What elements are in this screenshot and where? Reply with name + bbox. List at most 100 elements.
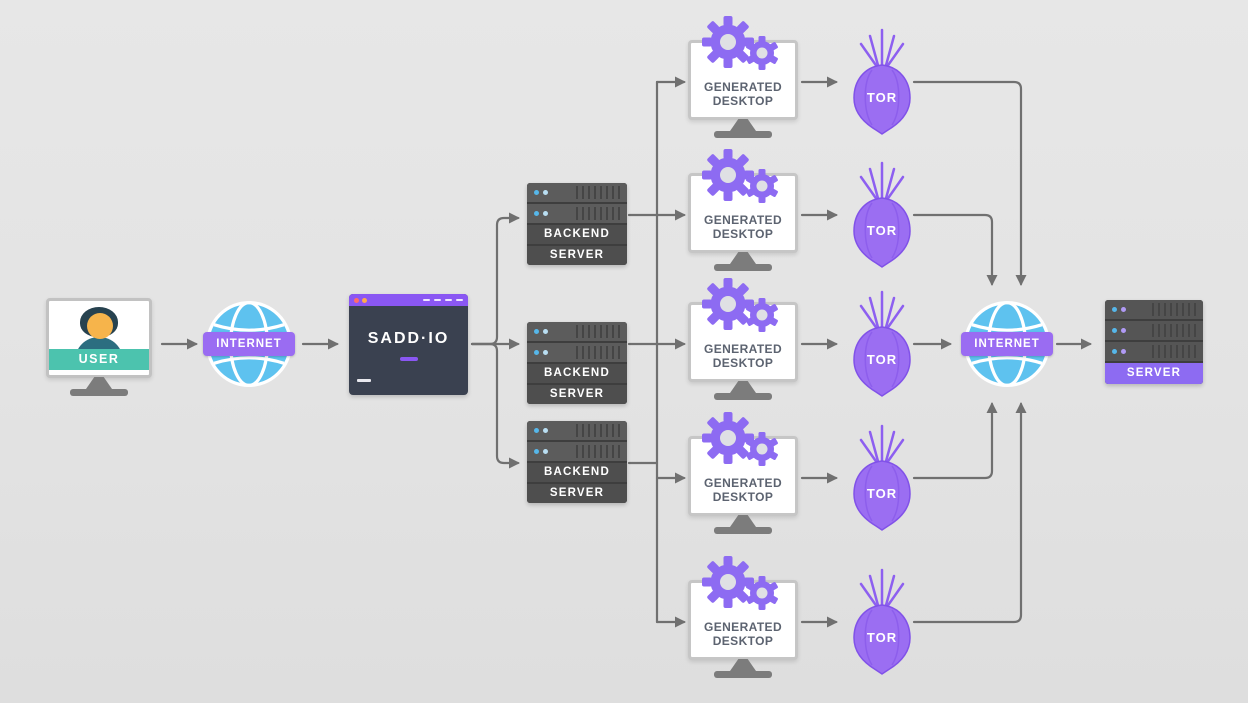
generated-desktop-label: GENERATED DESKTOP — [691, 342, 795, 370]
wire-tor-internet-1 — [912, 80, 1027, 286]
server-unit — [527, 183, 627, 202]
monitor-base — [714, 264, 772, 271]
window-dot-orange-icon — [362, 297, 367, 303]
led-icon — [1112, 349, 1117, 354]
tor-onion-icon — [853, 28, 911, 135]
monitor-stand — [730, 252, 756, 264]
backend-label-line1: BACKEND — [527, 463, 627, 482]
tor-label: TOR — [866, 352, 898, 367]
monitor-base — [70, 389, 128, 396]
vent-grille — [1152, 345, 1198, 358]
generated-desktop-label: GENERATED DESKTOP — [691, 620, 795, 648]
generated-desktop-label: GENERATED DESKTOP — [691, 213, 795, 241]
monitor-stand — [86, 377, 112, 389]
tor-onion-icon — [853, 568, 911, 675]
wire-tor-internet-4 — [912, 402, 998, 480]
server-unit — [1105, 300, 1203, 319]
vent-grille — [576, 346, 622, 359]
server-unit — [527, 204, 627, 223]
monitor-stand — [730, 659, 756, 671]
user-label: USER — [49, 349, 149, 370]
label-line1: GENERATED — [703, 341, 783, 356]
vent-grille — [576, 325, 622, 338]
generated-desktop-2: GENERATED DESKTOP — [688, 148, 798, 271]
led-icon — [534, 329, 539, 334]
tor-relay-2: TOR — [846, 158, 918, 270]
backend-server-2: BACKEND SERVER — [527, 322, 627, 404]
backend-label-line1: BACKEND — [527, 225, 627, 244]
led-icon — [534, 350, 539, 355]
wire-tor-internet-2 — [912, 213, 998, 286]
avatar-face — [87, 313, 113, 339]
led-icon — [1112, 307, 1117, 312]
tor-relay-3: TOR — [846, 287, 918, 399]
internet-node-right: INTERNET — [961, 298, 1053, 390]
terminal-cursor — [399, 357, 418, 361]
saddio-titlebar — [349, 294, 468, 306]
user-workstation: USER — [46, 298, 152, 396]
server-unit — [527, 322, 627, 341]
tor-label: TOR — [866, 223, 898, 238]
generated-desktop-label: GENERATED DESKTOP — [691, 80, 795, 108]
server-unit — [527, 442, 627, 461]
led-icon — [1112, 328, 1117, 333]
internet-label: INTERNET — [961, 332, 1053, 356]
monitor-stand — [730, 119, 756, 131]
gears-icon — [702, 412, 778, 466]
tor-relay-4: TOR — [846, 421, 918, 533]
monitor-base — [714, 527, 772, 534]
led-icon — [543, 449, 548, 454]
tor-relay-5: TOR — [846, 565, 918, 677]
led-icon — [543, 428, 548, 433]
vent-grille — [576, 186, 622, 199]
user-monitor: USER — [46, 298, 152, 378]
server-unit — [1105, 342, 1203, 361]
led-icon — [1121, 307, 1126, 312]
led-icon — [543, 211, 548, 216]
vent-grille — [576, 445, 622, 458]
tor-relay-1: TOR — [846, 25, 918, 137]
led-icon — [534, 211, 539, 216]
generated-desktop-5: GENERATED DESKTOP — [688, 555, 798, 678]
label-line1: GENERATED — [703, 619, 783, 634]
monitor-stand — [730, 515, 756, 527]
titlebar-dashes — [423, 299, 463, 301]
tor-onion-icon — [853, 424, 911, 531]
terminal-prompt-dash — [357, 379, 371, 382]
tor-label: TOR — [866, 486, 898, 501]
wire-tor-internet-5 — [912, 402, 1027, 624]
label-line2: DESKTOP — [712, 489, 774, 504]
tor-onion-icon — [853, 290, 911, 397]
generated-desktop-label: GENERATED DESKTOP — [691, 476, 795, 504]
backend-label-line1: BACKEND — [527, 364, 627, 383]
destination-server: SERVER — [1105, 300, 1203, 384]
vent-grille — [576, 207, 622, 220]
backend-label-line2: SERVER — [527, 385, 627, 404]
tor-onion-icon — [853, 161, 911, 268]
led-icon — [543, 190, 548, 195]
vent-grille — [1152, 324, 1198, 337]
backend-server-3: BACKEND SERVER — [527, 421, 627, 503]
gears-icon — [702, 149, 778, 203]
generated-desktop-3: GENERATED DESKTOP — [688, 277, 798, 400]
vent-grille — [576, 424, 622, 437]
led-icon — [1121, 349, 1126, 354]
label-line2: DESKTOP — [712, 226, 774, 241]
gears-icon — [702, 278, 778, 332]
tor-label: TOR — [866, 90, 898, 105]
vent-grille — [1152, 303, 1198, 316]
saddio-browser-window: SADD·IO — [349, 294, 468, 395]
backend-server-1: BACKEND SERVER — [527, 183, 627, 265]
led-icon — [534, 428, 539, 433]
server-label: SERVER — [1105, 363, 1203, 384]
gears-icon — [702, 16, 778, 70]
tor-label: TOR — [866, 630, 898, 645]
led-icon — [1121, 328, 1126, 333]
monitor-stand — [730, 381, 756, 393]
backend-label-line2: SERVER — [527, 246, 627, 265]
generated-desktop-1: GENERATED DESKTOP — [688, 15, 798, 138]
wire-saddio-backend-3 — [470, 342, 520, 469]
label-line2: DESKTOP — [712, 93, 774, 108]
server-unit — [527, 343, 627, 362]
